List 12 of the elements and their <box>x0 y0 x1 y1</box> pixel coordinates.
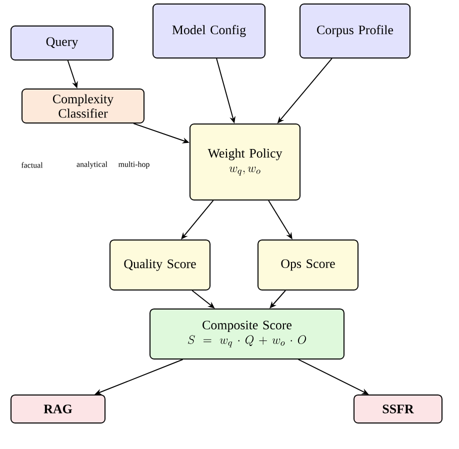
process-box: Complexity Classifier <box>22 88 144 124</box>
process-box: SSFR <box>354 394 442 424</box>
arrow <box>270 290 286 308</box>
process-box: RAG <box>10 394 106 424</box>
process-box: Ops Score <box>258 240 358 290</box>
process-box: Weight Policy $w_q, w_o$ <box>190 124 300 200</box>
process-box: Query <box>10 26 114 60</box>
process-box: Model Config <box>152 4 266 58</box>
process-box: Corpus Profile <box>300 4 410 58</box>
arrow <box>181 200 214 240</box>
process-box: Quality Score <box>110 240 210 290</box>
process-box: Composite Score $S = w_q \cdot Q + w_o \cdot O$ <box>150 308 344 360</box>
